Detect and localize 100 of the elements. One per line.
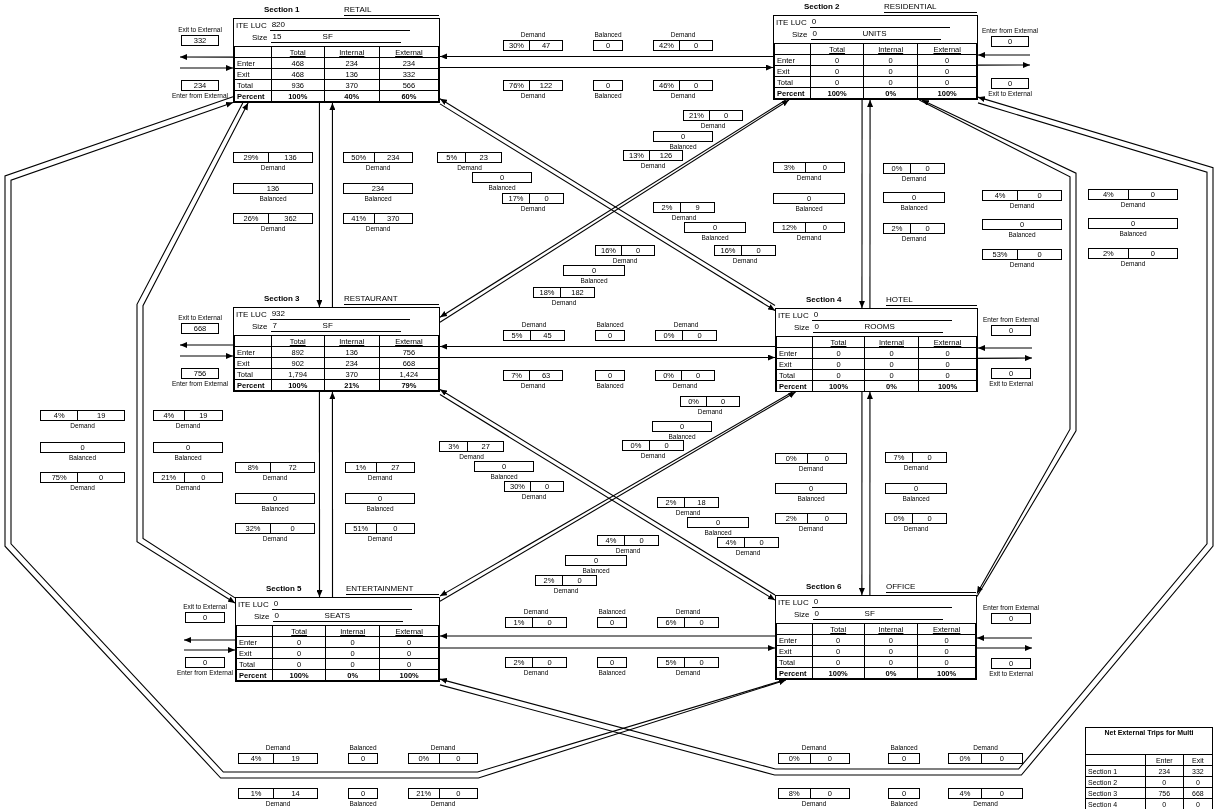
value-box (235, 462, 315, 473)
value-box (714, 245, 776, 256)
land-use-heading: OFFICE (886, 582, 976, 593)
arrow (439, 343, 776, 350)
fill-in-line: SEATS (322, 611, 403, 622)
section-heading: Section 5 (266, 584, 302, 594)
arrow (316, 102, 323, 308)
value-box (345, 523, 415, 534)
fill-in-line: 15 (270, 32, 321, 43)
land-use-heading: RESTAURANT (344, 294, 439, 305)
fill-in-line: 0 (812, 322, 863, 333)
section-heading: Section 6 (806, 582, 842, 592)
field-label: Size (794, 610, 810, 620)
value-box (503, 40, 563, 51)
fill-in-line: 820 (269, 20, 410, 31)
field-label: ITE LUC (238, 600, 269, 610)
value-box (885, 452, 947, 463)
fill-in-line: 7 (270, 321, 321, 332)
arrow (179, 54, 234, 60)
arrow (858, 99, 865, 309)
fill-in-line: SF (862, 609, 943, 620)
arrow (329, 391, 336, 598)
value-box (1088, 248, 1178, 259)
value-box (885, 513, 947, 524)
land-use-heading: HOTEL (886, 295, 977, 306)
field-label: ITE LUC (236, 310, 267, 320)
value-box (657, 657, 719, 668)
value-box (533, 287, 595, 298)
arrow (858, 391, 865, 596)
fill-in-line: 0 (810, 29, 861, 40)
arrow (977, 345, 1033, 351)
field-label: ITE LUC (778, 311, 809, 321)
value-box (883, 163, 945, 174)
arrow (439, 53, 774, 60)
field-label: ITE LUC (776, 18, 807, 28)
value-box (153, 472, 223, 483)
value-box (233, 213, 313, 224)
section-heading: Section 2 (804, 2, 840, 12)
arrow (329, 102, 336, 308)
value-box (345, 462, 415, 473)
arrow (977, 51, 1031, 58)
value-box (502, 193, 564, 204)
arrow (179, 342, 234, 348)
arrow (976, 635, 1033, 641)
land-use-heading: RESIDENTIAL (884, 2, 977, 13)
fill-in-line: 0 (812, 609, 863, 620)
value-box (623, 150, 683, 161)
arrow (316, 391, 323, 598)
arrow (977, 355, 1033, 362)
value-box (408, 788, 478, 799)
land-use-heading: ENTERTAINMENT (346, 584, 439, 595)
value-box (778, 788, 850, 799)
value-box (343, 152, 413, 163)
value-box (622, 440, 684, 451)
value-box (680, 396, 740, 407)
value-box (153, 410, 223, 421)
value-box (883, 223, 945, 234)
value-box (775, 453, 847, 464)
value-box (982, 190, 1062, 201)
value-box (655, 370, 715, 381)
value-box (597, 535, 659, 546)
value-box (655, 330, 717, 341)
value-box (40, 472, 125, 483)
arrow (866, 391, 873, 596)
value-box (40, 410, 125, 421)
fill-in-line: 0 (809, 17, 950, 28)
fill-in-line: 0 (271, 599, 412, 610)
value-box (503, 370, 563, 381)
value-box (343, 213, 413, 224)
arrow (439, 633, 776, 640)
value-box (683, 110, 743, 121)
value-box (408, 753, 478, 764)
arrow (977, 62, 1031, 68)
value-box (235, 523, 315, 534)
value-box (503, 80, 563, 91)
field-label: Size (254, 612, 270, 622)
value-box (948, 788, 1023, 799)
arrow (439, 64, 774, 71)
arrow (867, 99, 874, 309)
value-box (439, 441, 504, 452)
fill-in-line: 0 (811, 597, 952, 608)
value-box (505, 657, 567, 668)
section-heading: Section 1 (264, 5, 300, 15)
fill-in-line: UNITS (860, 29, 941, 40)
section-heading: Section 4 (806, 295, 842, 305)
fill-in-line: SF (320, 32, 401, 43)
value-box (505, 617, 567, 628)
fill-in-line: 0 (272, 611, 323, 622)
value-box (535, 575, 597, 586)
value-box (778, 753, 850, 764)
field-label: ITE LUC (236, 21, 267, 31)
value-box (653, 40, 713, 51)
value-box (238, 753, 318, 764)
value-box (233, 152, 313, 163)
field-label: Size (794, 323, 810, 333)
arrow (439, 645, 776, 651)
value-box (657, 497, 719, 508)
section-heading: Section 3 (264, 294, 300, 304)
arrow (179, 352, 234, 359)
value-box (437, 152, 502, 163)
